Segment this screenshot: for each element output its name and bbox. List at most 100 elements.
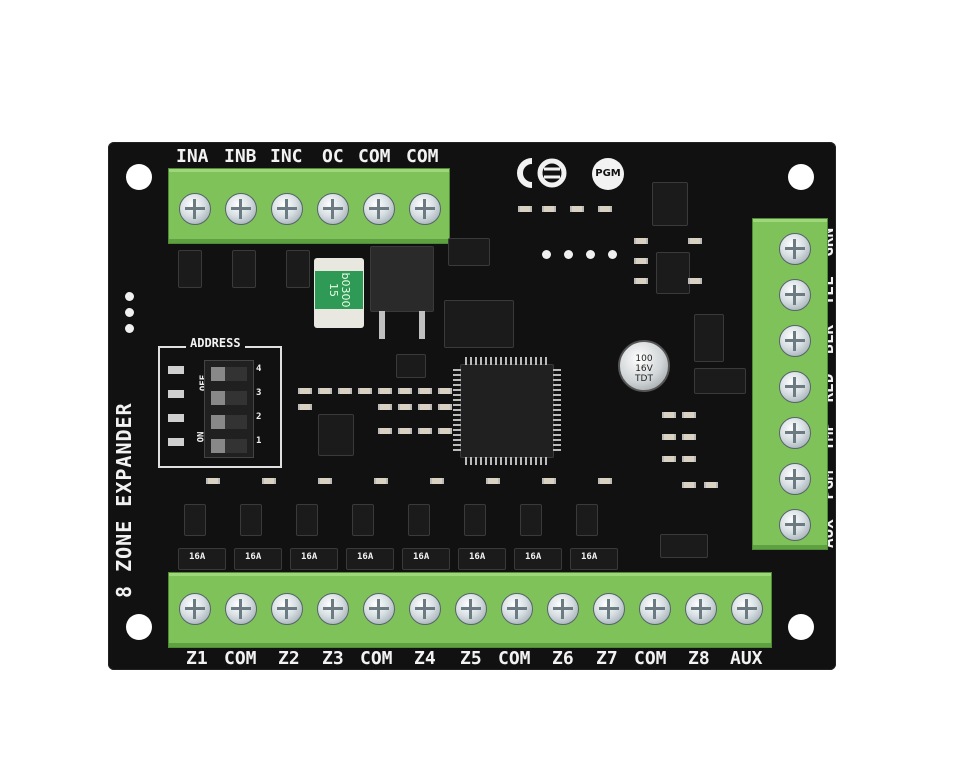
bottom-label-z7: Z7 bbox=[596, 648, 618, 669]
voltage-regulator bbox=[370, 246, 434, 339]
ic-left-middle bbox=[318, 414, 354, 456]
screw-aux-right[interactable] bbox=[779, 509, 811, 541]
mounting-hole-top-left bbox=[126, 164, 152, 190]
zone-fuse-3: 16A bbox=[290, 548, 338, 570]
top-terminal-labels: INA INB INC OC COM COM bbox=[176, 146, 456, 168]
mounting-hole-bottom-right bbox=[788, 614, 814, 640]
dip-switch-2[interactable] bbox=[211, 415, 247, 429]
pcb-board: INA INB INC OC COM COM PGM AUX PGM TMP R… bbox=[108, 142, 837, 670]
diode-top bbox=[448, 238, 490, 266]
aux-fuse bbox=[660, 534, 708, 558]
top-label-oc: OC bbox=[322, 146, 344, 167]
screw-com-1[interactable] bbox=[363, 193, 395, 225]
mounting-hole-top-right bbox=[788, 164, 814, 190]
top-label-ina: INA bbox=[176, 146, 209, 167]
screw-z6[interactable] bbox=[547, 593, 579, 625]
capacitor-value: 100 bbox=[635, 354, 653, 364]
bottom-label-z1: Z1 bbox=[186, 648, 208, 669]
mcu-pins-top bbox=[465, 357, 549, 365]
screw-z8[interactable] bbox=[685, 593, 717, 625]
transistor-right-2 bbox=[694, 368, 746, 394]
zone-fuse-8: 16A bbox=[570, 548, 618, 570]
test-pad-4 bbox=[608, 250, 617, 259]
mcu-pins-left bbox=[453, 369, 461, 453]
bottom-terminal-labels: Z1 COM Z2 Z3 COM Z4 Z5 COM Z6 Z7 COM Z8 … bbox=[182, 648, 782, 670]
screw-inc[interactable] bbox=[271, 193, 303, 225]
zone-fuse-7: 16A bbox=[514, 548, 562, 570]
screw-com-2[interactable] bbox=[409, 193, 441, 225]
screw-z1[interactable] bbox=[179, 593, 211, 625]
mcu-pins-bottom bbox=[465, 457, 549, 465]
screw-z4[interactable] bbox=[409, 593, 441, 625]
switch-number-2: 2 bbox=[256, 412, 262, 422]
switch-number-3: 3 bbox=[256, 388, 262, 398]
ce-logo bbox=[510, 156, 590, 190]
bottom-label-com-3: COM bbox=[498, 648, 531, 669]
test-pad-3 bbox=[586, 250, 595, 259]
fuse-body: b0300 15 bbox=[315, 271, 363, 309]
screw-com-z1z2[interactable] bbox=[225, 593, 257, 625]
dip-switch-3[interactable] bbox=[211, 391, 247, 405]
screw-tmp[interactable] bbox=[779, 417, 811, 449]
input-ic-3 bbox=[286, 250, 310, 288]
bottom-label-com-4: COM bbox=[634, 648, 667, 669]
zone-protection-row: 16A 16A 16A 16A 16A 16A 16A 16A bbox=[178, 474, 618, 574]
switch-number-1: 1 bbox=[256, 436, 262, 446]
screw-com-z5z6[interactable] bbox=[501, 593, 533, 625]
zone-ic-1 bbox=[184, 504, 206, 536]
address-switch-area: ADDRESS OFF ON 4 3 2 1 bbox=[158, 336, 282, 468]
top-terminal-block bbox=[168, 168, 450, 244]
zone-fuse-5: 16A bbox=[402, 548, 450, 570]
bottom-label-z6: Z6 bbox=[552, 648, 574, 669]
bottom-label-z5: Z5 bbox=[460, 648, 482, 669]
top-label-inc: INC bbox=[270, 146, 303, 167]
mounting-hole-bottom-left bbox=[126, 614, 152, 640]
zone-ic-2 bbox=[240, 504, 262, 536]
zone-fuse-4: 16A bbox=[346, 548, 394, 570]
ic-right-middle bbox=[656, 252, 690, 294]
screw-red[interactable] bbox=[779, 371, 811, 403]
switch-number-4: 4 bbox=[256, 364, 262, 374]
top-label-inb: INB bbox=[224, 146, 257, 167]
screw-z3[interactable] bbox=[317, 593, 349, 625]
screw-pgm[interactable] bbox=[779, 463, 811, 495]
transistor-right bbox=[694, 314, 724, 362]
screw-inb[interactable] bbox=[225, 193, 257, 225]
zone-ic-5 bbox=[408, 504, 430, 536]
screw-z2[interactable] bbox=[271, 593, 303, 625]
screw-z5[interactable] bbox=[455, 593, 487, 625]
test-pad-2 bbox=[564, 250, 573, 259]
zone-fuse-1: 16A bbox=[178, 548, 226, 570]
led-dot-2 bbox=[125, 308, 134, 317]
zone-ic-6 bbox=[464, 504, 486, 536]
led-dot-3 bbox=[125, 324, 134, 333]
mcu-pins-right bbox=[553, 369, 561, 453]
ic-top-right bbox=[652, 182, 688, 226]
screw-com-z7z8[interactable] bbox=[639, 593, 671, 625]
screw-z7[interactable] bbox=[593, 593, 625, 625]
screw-com-z3z4[interactable] bbox=[363, 593, 395, 625]
pgm-logo: PGM bbox=[592, 158, 624, 190]
side-label: 8 ZONE EXPANDER bbox=[112, 402, 136, 598]
screw-grn[interactable] bbox=[779, 233, 811, 265]
bottom-label-com-2: COM bbox=[360, 648, 393, 669]
input-ic-2 bbox=[232, 250, 256, 288]
zone-fuse-2: 16A bbox=[234, 548, 282, 570]
electrolytic-capacitor: 100 16V TDT bbox=[618, 340, 670, 392]
dip-switch-4[interactable] bbox=[211, 367, 247, 381]
screw-oc[interactable] bbox=[317, 193, 349, 225]
screw-blk[interactable] bbox=[779, 325, 811, 357]
led-dot-1 bbox=[125, 292, 134, 301]
zone-fuse-6: 16A bbox=[458, 548, 506, 570]
zone-ic-7 bbox=[520, 504, 542, 536]
screw-yel[interactable] bbox=[779, 279, 811, 311]
right-terminal-block bbox=[752, 218, 828, 550]
screw-aux-bottom[interactable] bbox=[731, 593, 763, 625]
dip-switch-1[interactable] bbox=[211, 439, 247, 453]
bottom-label-z3: Z3 bbox=[322, 648, 344, 669]
bottom-label-z8: Z8 bbox=[688, 648, 710, 669]
address-label: ADDRESS bbox=[186, 336, 245, 350]
test-pad-1 bbox=[542, 250, 551, 259]
zone-ic-3 bbox=[296, 504, 318, 536]
screw-ina[interactable] bbox=[179, 193, 211, 225]
